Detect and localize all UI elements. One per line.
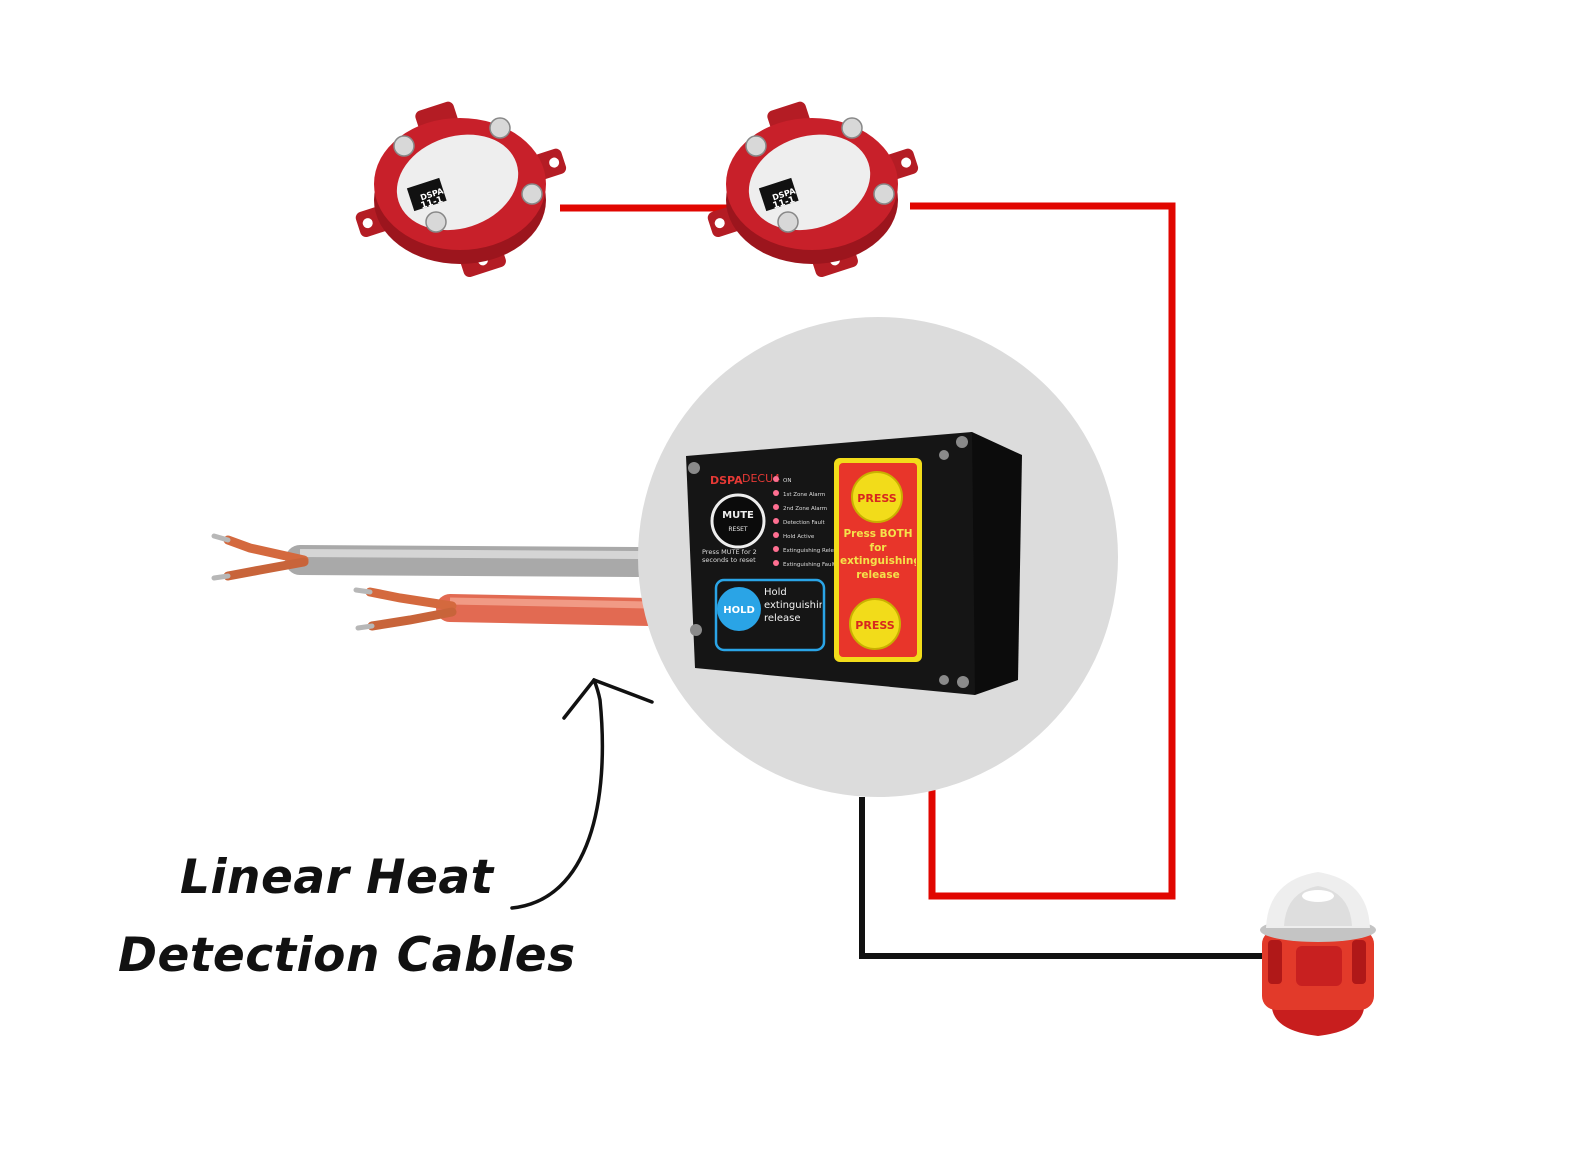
press-release-panel: PRESS Press BOTH for extinguishing relea… xyxy=(834,458,922,662)
status-led xyxy=(773,560,779,566)
panel-brand: DSPA xyxy=(710,474,743,487)
status-led-label: ON xyxy=(783,478,791,484)
status-led-label: Hold Active xyxy=(783,534,815,540)
hold-button-panel: HOLD Hold extinguishing release xyxy=(714,578,826,652)
hold-button[interactable] xyxy=(717,587,761,631)
control-panel: DSPA DECU4 MUTE RESET Press MUTE for 2 s… xyxy=(686,432,1022,695)
linear-heat-cable-grey xyxy=(211,533,655,581)
black-wire-sounder xyxy=(859,797,1268,959)
status-led-list: ON 1st Zone Alarm 2nd Zone AlarmDetection … xyxy=(773,476,844,568)
press-button-bottom[interactable]: PRESS xyxy=(849,598,901,650)
press-top-label: PRESS xyxy=(857,492,896,505)
status-led-label: 1st Zone Alarm xyxy=(783,492,825,498)
mute-reset-button[interactable]: MUTE RESET xyxy=(710,493,766,549)
status-led-label: Detection Fault xyxy=(783,520,826,526)
panel-model: DECU4 xyxy=(742,472,780,485)
linear-heat-cable-red xyxy=(353,587,664,631)
status-led xyxy=(773,504,779,510)
status-led-label: Extinguishing Fault xyxy=(783,562,836,568)
press-button-top[interactable]: PRESS xyxy=(851,471,903,523)
status-led xyxy=(773,546,779,552)
caption-line-1: Linear Heat xyxy=(180,850,494,905)
status-led xyxy=(773,518,779,524)
status-led xyxy=(773,476,779,482)
status-led-label: Extinguishing Release xyxy=(783,548,844,554)
wiring xyxy=(560,202,1268,959)
red-wire-loop xyxy=(910,202,1176,900)
status-led xyxy=(773,532,779,538)
mute-label: MUTE xyxy=(722,510,754,521)
hold-button-label: HOLD xyxy=(723,605,755,616)
sounder-beacon xyxy=(1260,872,1376,1036)
press-instruction: Press BOTH for extinguishing release xyxy=(840,528,916,581)
pointer-arrow xyxy=(510,677,654,910)
mute-hint: Press MUTE for 2 seconds to reset xyxy=(702,548,757,564)
status-led xyxy=(773,490,779,496)
heat-detector-1: DSPA 11-1 xyxy=(355,101,567,278)
press-bottom-label: PRESS xyxy=(855,619,894,632)
status-led-label: 2nd Zone Alarm xyxy=(783,506,827,512)
heat-detector-2: DSPA 11-1 xyxy=(707,101,919,278)
caption-line-2: Detection Cables xyxy=(118,928,576,983)
hold-text: Hold extinguishing release xyxy=(764,587,822,624)
reset-label: RESET xyxy=(728,526,748,533)
